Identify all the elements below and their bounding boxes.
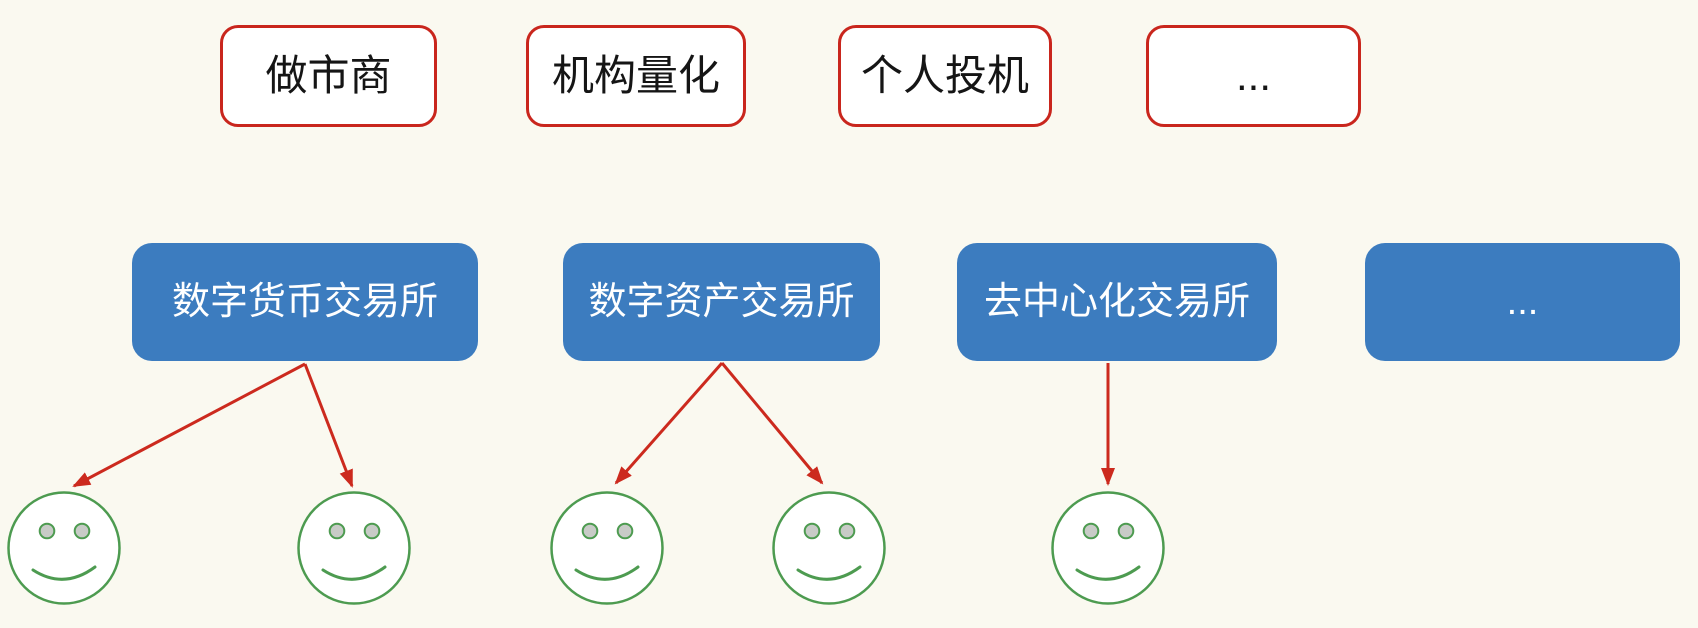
participant-label: 做市商 [265,52,392,99]
trader-smiley-icon-5 [1051,491,1165,605]
exchange-box-digital-currency: 数字货币交易所 [132,243,478,361]
participant-box-individual-speculator: 个人投机 [838,25,1052,127]
exchange-label: ... [1506,281,1539,323]
trader-smiley-icon-3 [550,491,664,605]
arrow-digital-currency-to-trader-2 [303,363,354,488]
exchange-label: 数字资产交易所 [588,281,855,323]
participant-box-institutional-quant: 机构量化 [526,25,746,127]
exchange-label: 去中心化交易所 [983,281,1250,323]
exchange-box-digital-asset: 数字资产交易所 [563,243,880,361]
exchange-label: 数字货币交易所 [171,281,438,323]
trader-smiley-icon-4 [772,491,886,605]
arrow-digital-asset-to-trader-3 [614,362,724,485]
participant-box-market-maker: 做市商 [220,25,437,127]
trader-smiley-icon-1 [7,491,121,605]
exchange-box-decentralized: 去中心化交易所 [957,243,1277,361]
trader-smiley-icon-2 [297,491,411,605]
exchange-box-more: ... [1365,243,1680,361]
participant-label: 机构量化 [551,52,720,99]
participant-box-more: ... [1146,25,1361,127]
participant-label: ... [1235,52,1271,99]
arrow-digital-currency-to-trader-1 [72,362,306,488]
arrow-digital-asset-to-trader-4 [720,362,824,485]
participant-label: 个人投机 [860,52,1029,99]
